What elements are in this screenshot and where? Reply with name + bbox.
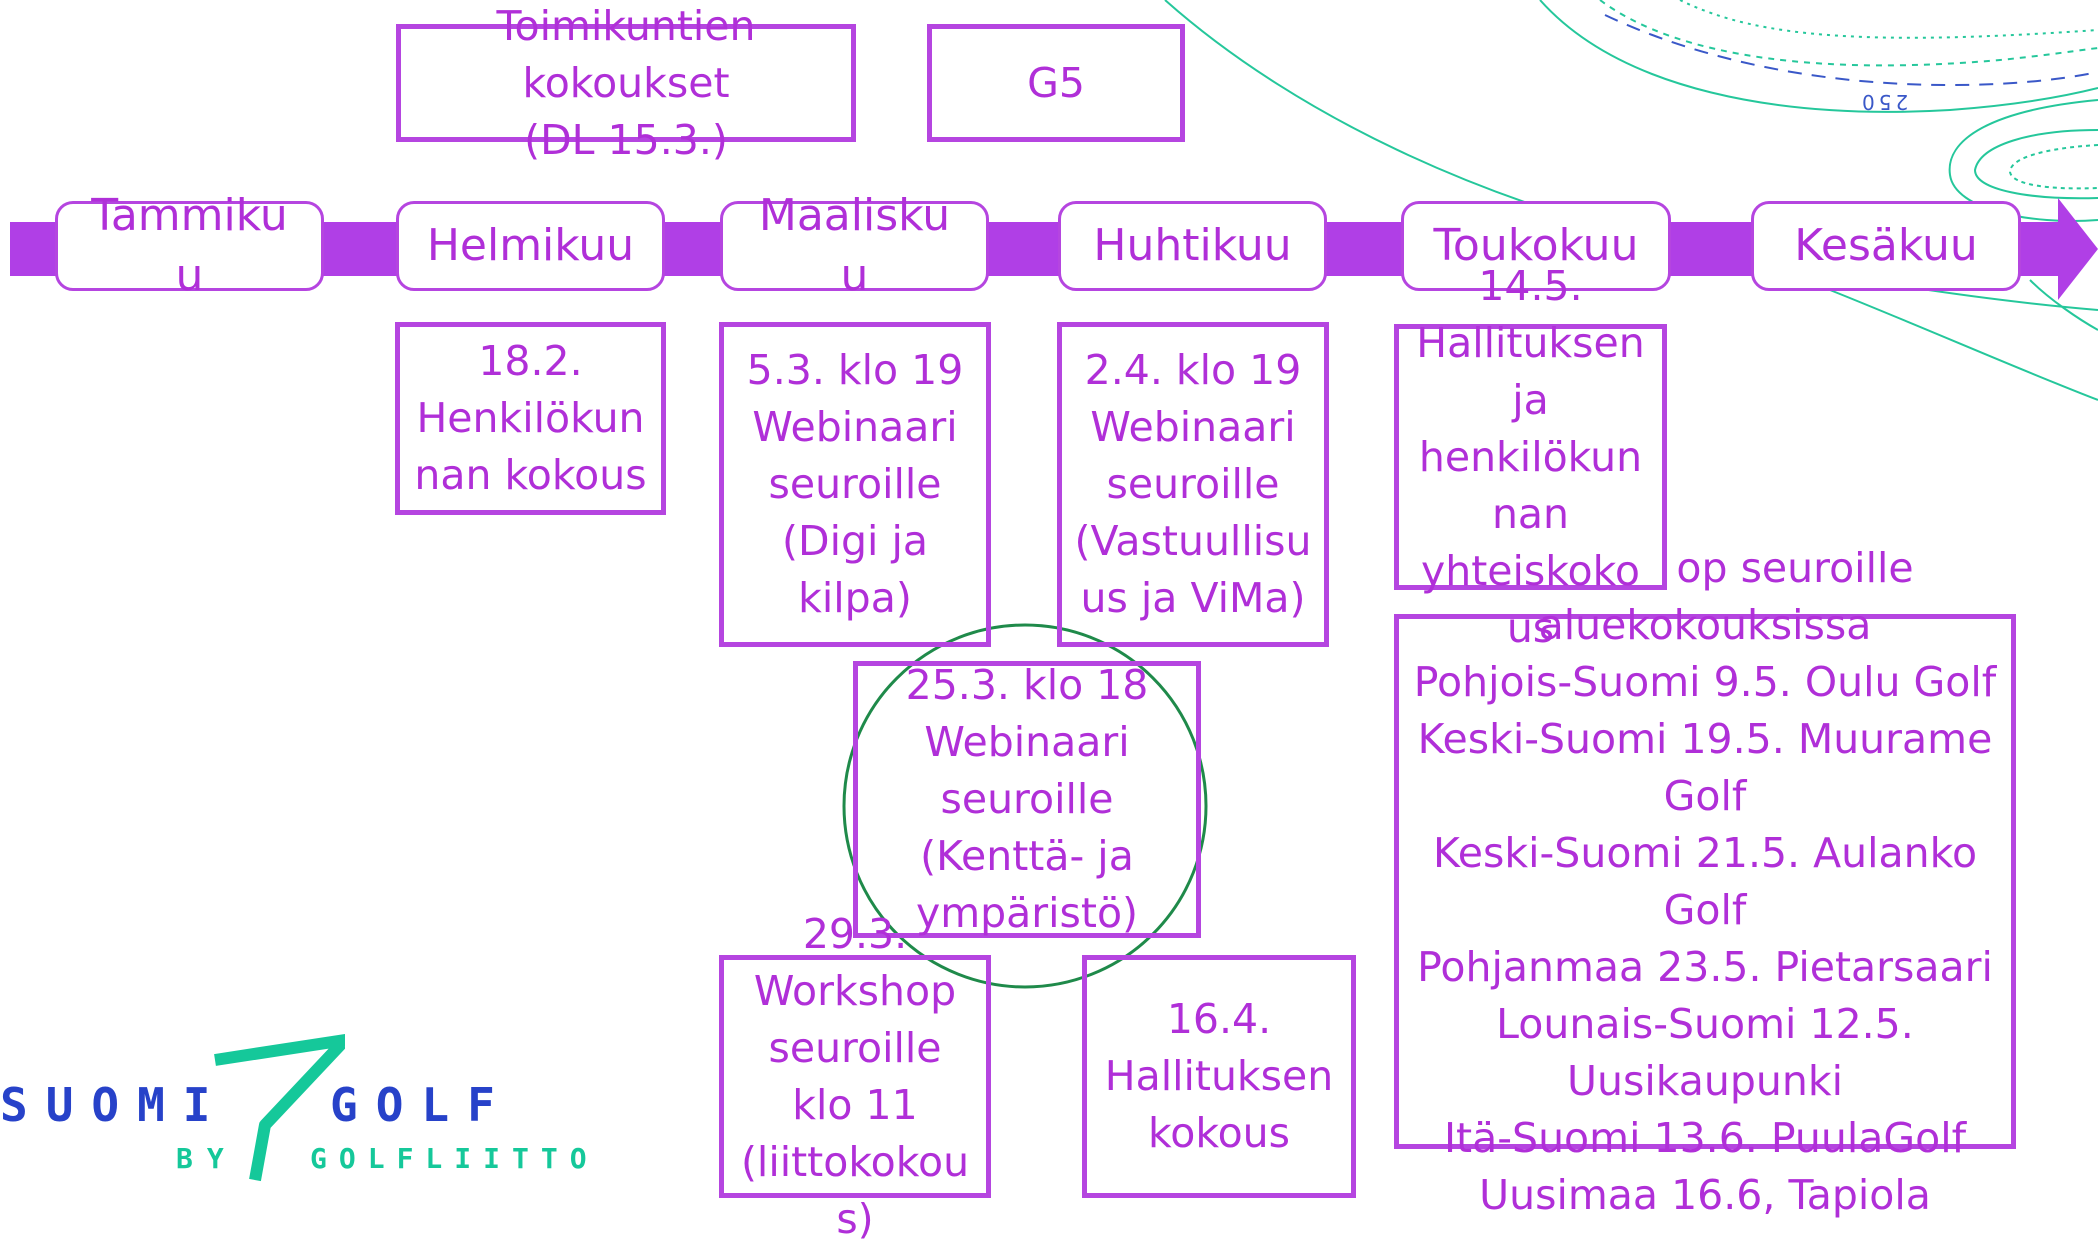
event-line: 29.3. — [802, 909, 908, 958]
month-february-label: Helmikuu — [426, 220, 635, 271]
event-line: Pohjois-Suomi 9.5. Oulu Golf — [1413, 657, 1997, 706]
event-line: Keski-Suomi 21.5. Aulanko — [1432, 828, 1978, 877]
month-may-label: Toukokuu — [1433, 220, 1639, 271]
month-april-label: Huhtikuu — [1093, 220, 1292, 271]
event-line: (Digi ja — [782, 517, 928, 565]
event-line: (Vastuullisu — [1074, 517, 1312, 565]
event-line: klo 11 — [792, 1080, 918, 1129]
event-line: seuroille — [940, 775, 1114, 823]
month-june-label: Kesäkuu — [1794, 220, 1978, 271]
event-line: ympäristö) — [915, 889, 1139, 937]
event-line: nan kokous — [414, 451, 647, 499]
event-line: op seuroille — [1676, 543, 1914, 592]
event-mar29-workshop: 29.3. Workshop seuroille klo 11 (liittok… — [719, 910, 991, 1243]
month-march-line-1: Maalisku — [758, 190, 951, 241]
committee-line-2: kokoukset — [522, 58, 730, 107]
event-line: yhteiskoko — [1420, 546, 1641, 595]
month-april: Huhtikuu — [1058, 201, 1327, 291]
event-line: seuroille — [768, 1023, 942, 1072]
event-line: seuroille — [768, 460, 942, 508]
event-line: ja — [1512, 375, 1549, 424]
event-line: (Kenttä- ja — [920, 832, 1134, 880]
event-line: kokous — [1147, 1109, 1291, 1157]
event-line: Webinaari — [752, 403, 958, 451]
event-feb-staff-meeting: 18.2. Henkilökun nan kokous — [395, 322, 666, 515]
event-line: 5.3. klo 19 — [746, 346, 964, 394]
event-apr2-webinar: 2.4. klo 19 Webinaari seuroille (Vastuul… — [1057, 322, 1329, 647]
event-line: aluekokouksissa — [1538, 600, 1872, 649]
event-line: 16.4. — [1166, 995, 1272, 1043]
event-line: us ja ViMa) — [1080, 574, 1306, 622]
event-apr16-board-meeting: 16.4. Hallituksen kokous — [1082, 955, 1356, 1198]
event-line: (liittokokou — [740, 1137, 970, 1186]
month-may: Toukokuu — [1401, 201, 1671, 291]
contour-label: 250 — [1858, 90, 1909, 114]
event-line: kilpa) — [798, 574, 912, 622]
event-line: Henkilökun — [416, 394, 645, 442]
committee-meetings-box: Toimikuntien kokoukset (DL 15.3.) — [396, 2, 856, 164]
month-february: Helmikuu — [396, 201, 665, 291]
month-january-line-2: u — [175, 250, 204, 301]
event-mar5-webinar: 5.3. klo 19 Webinaari seuroille (Digi ja… — [719, 322, 991, 647]
event-regional-meetings: op seuroille aluekokouksissa Pohjois-Suo… — [1394, 544, 2016, 1219]
event-line: 25.3. klo 18 — [905, 661, 1149, 709]
event-line: 2.4. klo 19 — [1084, 346, 1302, 394]
event-may14-joint-meeting: 14.5. Hallituksen ja henkilökun nan yhte… — [1394, 262, 1667, 652]
committee-line-3: (DL 15.3.) — [524, 115, 728, 164]
event-line: seuroille — [1106, 460, 1280, 508]
event-line: Pohjanmaa 23.5. Pietarsaari — [1417, 942, 1993, 991]
event-line: us — [1506, 603, 1555, 652]
committee-line-1: Toimikuntien — [496, 1, 756, 50]
event-line: 18.2. — [478, 337, 583, 385]
event-line: henkilökun — [1418, 432, 1643, 481]
event-line: Uusimaa 16.6, Tapiola — [1479, 1170, 1931, 1219]
event-line: Golf — [1663, 771, 1747, 820]
month-january-line-1: Tammiku — [91, 190, 288, 241]
month-march: Maalisku u — [720, 190, 989, 301]
logo-text-by: BY — [176, 1142, 238, 1175]
event-line: Lounais-Suomi 12.5. — [1496, 999, 1914, 1048]
event-line: Workshop — [753, 966, 957, 1015]
month-march-line-2: u — [840, 250, 869, 301]
event-line: Hallituksen — [1104, 1052, 1334, 1100]
g5-label: G5 — [1027, 58, 1085, 107]
event-line: Hallituksen — [1416, 318, 1645, 367]
logo-text-golfliitto: GOLFLIITTO — [310, 1142, 599, 1175]
event-line: 14.5. — [1478, 261, 1583, 310]
logo-text-golf: GOLF — [330, 1078, 513, 1132]
month-january: Tammiku u — [55, 190, 324, 301]
event-line: Keski-Suomi 19.5. Muurame — [1417, 714, 1993, 763]
event-line: Itä-Suomi 13.6. PuulaGolf — [1443, 1113, 1967, 1162]
golf-flag-icon — [214, 1034, 345, 1182]
event-line: Webinaari — [924, 718, 1130, 766]
event-line: Golf — [1663, 885, 1747, 934]
logo-text-suomi: SUOMI — [0, 1078, 229, 1132]
event-line: Uusikaupunki — [1566, 1056, 1843, 1105]
event-mar25-webinar: 25.3. klo 18 Webinaari seuroille (Kenttä… — [853, 661, 1201, 938]
event-line: s) — [836, 1194, 874, 1243]
month-june: Kesäkuu — [1751, 201, 2021, 291]
event-line: Webinaari — [1090, 403, 1296, 451]
g5-box: G5 — [927, 24, 1185, 142]
event-line: nan — [1491, 489, 1570, 538]
suomigolf-logo: SUOMI GOLF BY GOLFLIITTO — [0, 1030, 587, 1200]
